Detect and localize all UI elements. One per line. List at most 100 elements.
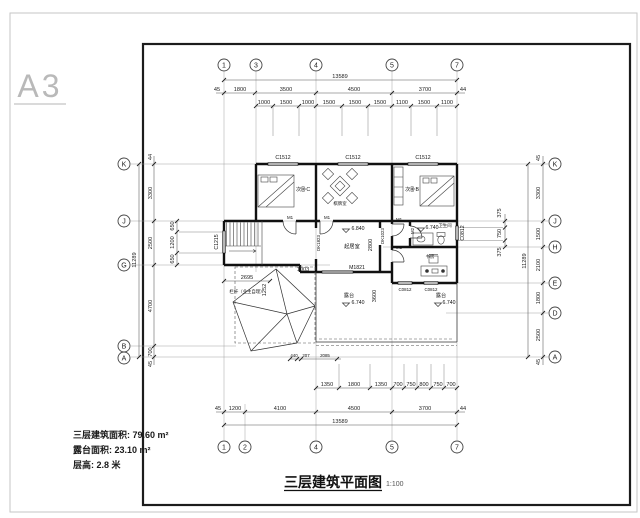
window-label: C0812 — [460, 225, 466, 240]
grid-bubble — [117, 214, 131, 228]
stair-direction-arrow — [229, 249, 257, 253]
grid-bubble — [117, 258, 131, 272]
level-markers: 6.840 6.740 露台 6.740 露台 6.740 — [341, 225, 456, 307]
window-label: C1512 — [275, 155, 290, 161]
dim-text: 650 — [170, 254, 176, 263]
chair — [321, 191, 335, 205]
dim-ticks — [136, 77, 546, 428]
level-triangle-icon — [341, 302, 351, 307]
dim-text: 1500 — [323, 100, 335, 106]
grid-bubble — [117, 351, 131, 365]
dim-text: 3700 — [419, 406, 431, 412]
grid-label: K — [553, 162, 558, 169]
window-label: C1512 — [345, 155, 360, 161]
drawing-frame — [141, 42, 632, 507]
dim-text: 11289 — [132, 252, 138, 267]
dim-text: 44 — [148, 154, 154, 160]
grid-label: 1 — [222, 445, 226, 452]
room-label: 次卧B — [405, 185, 419, 193]
dim-text: 11289 — [522, 253, 528, 268]
dim-text: 650 — [170, 221, 176, 230]
dim-text: 3600 — [372, 290, 378, 302]
dim-text: 45 — [148, 361, 154, 367]
dimension-texts-right: 11289 45 3300 1500 2100 1800 2500 45 375… — [497, 155, 542, 365]
room-labels: 次卧C 棋牌室 次卧B 起居室 卫生间 书房 栏杆（业主自理） — [229, 185, 451, 295]
room-label: 书房 — [426, 253, 435, 260]
terrace — [315, 272, 458, 346]
bed-bedroom-c — [257, 174, 295, 208]
railing-note: 栏杆（业主自理） — [229, 288, 264, 295]
info-line: 露台面积: 23.10 m² — [73, 444, 151, 455]
dim-text: 1800 — [348, 382, 360, 388]
grid-bubble — [117, 157, 131, 171]
room-label: 起居室 — [344, 242, 360, 250]
window-c1512-3 — [407, 162, 439, 166]
grid-bubble — [385, 440, 399, 454]
grid-bubble — [450, 58, 464, 72]
door-label: M1 — [324, 215, 331, 220]
sheet-size-label: A3 — [14, 68, 66, 105]
grid-label: B — [122, 344, 127, 351]
chair — [321, 167, 335, 181]
dim-text: 700 — [393, 382, 402, 388]
pillow — [269, 176, 278, 183]
grid-label: H — [552, 245, 557, 252]
dim-text: 1500 — [349, 100, 361, 106]
pillow — [422, 177, 430, 184]
room-label: 露台 — [344, 291, 354, 299]
desk-item — [431, 268, 439, 274]
dim-line — [138, 79, 544, 426]
dim-text: 750 — [497, 229, 503, 238]
door-m1-lobby — [391, 223, 405, 237]
grid-bubble — [548, 214, 562, 228]
grid-label: 1 — [222, 63, 226, 70]
grid-label: J — [122, 219, 126, 226]
desk — [420, 265, 448, 277]
toilet-tank — [436, 232, 446, 237]
grid-label: 7 — [455, 445, 459, 452]
terrace-parapet-dashed — [316, 338, 457, 346]
dim-text: 2695 — [241, 275, 253, 281]
dim-text: 1000 — [302, 100, 314, 106]
dim-text: 4700 — [148, 300, 154, 312]
grid-bubble — [217, 58, 231, 72]
pillow — [430, 177, 438, 184]
grid-label: A — [553, 355, 558, 362]
dim-text: 13589 — [332, 419, 348, 425]
room-label: 露台 — [436, 291, 446, 299]
level-value: 6.740 — [426, 225, 439, 231]
opening-label: DK1023 — [380, 228, 385, 244]
door-label: M2 — [410, 227, 415, 234]
dim-text: 3700 — [419, 87, 431, 93]
table — [329, 175, 351, 197]
grid-bubble — [450, 440, 464, 454]
dim-text: 1500 — [536, 228, 542, 240]
windows — [222, 162, 459, 285]
dim-text: 2085 — [320, 353, 330, 358]
dimension-texts-interior: 2695 1252 1003 2800 3600 440 207 2085 — [241, 239, 378, 358]
window-c0812-e2 — [423, 281, 439, 285]
dim-text: 45 — [536, 359, 542, 365]
grid-label: 5 — [390, 63, 394, 70]
study-desk — [420, 254, 448, 277]
window-c0812-e1 — [397, 281, 413, 285]
dim-text: 375 — [497, 247, 503, 256]
level-value: 6.740 — [443, 300, 456, 306]
dim-text: 750 — [433, 382, 442, 388]
grid-bubble — [548, 350, 562, 364]
dimension-lines — [136, 77, 546, 428]
dim-text: 440 — [290, 353, 298, 358]
grid-bubble — [548, 306, 562, 320]
dim-text: 3300 — [148, 187, 154, 199]
door-m1-study — [391, 249, 405, 263]
grid-bubbles-bottom: 1 2 4 5 7 — [217, 440, 464, 454]
bed-outline — [257, 174, 295, 208]
dim-text: 1800 — [536, 292, 542, 304]
door-label: M1 — [396, 245, 403, 250]
grid-label: G — [121, 263, 126, 270]
grid-bubble — [385, 58, 399, 72]
dim-text: 2500 — [536, 329, 542, 341]
toilet-bowl — [437, 235, 445, 245]
window-c1215 — [222, 230, 226, 254]
grid-label: A — [122, 356, 127, 363]
